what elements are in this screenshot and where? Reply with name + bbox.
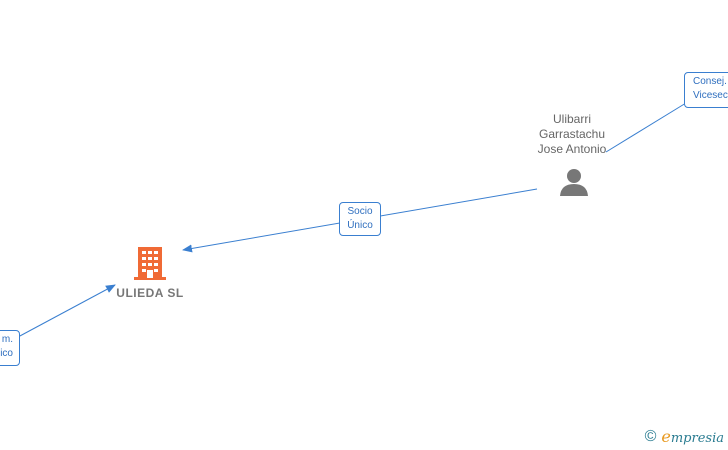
copyright-icon: © xyxy=(644,427,657,445)
edge-partial-left-to-company xyxy=(17,284,116,338)
brand-logo[interactable]: empresia xyxy=(661,427,724,446)
edge-label-partial-left[interactable]: m. ico xyxy=(0,330,20,366)
brand-initial: e xyxy=(661,427,671,446)
person-name-line: Garrastachu xyxy=(538,127,606,141)
person-name-line: Ulibarri xyxy=(552,112,591,126)
edge-label-consej-vicesecr[interactable]: Consej. Vicesecr. xyxy=(684,72,728,108)
edge-label-socio-unico[interactable]: Socio Único xyxy=(339,202,381,236)
building-icon[interactable] xyxy=(134,246,166,280)
brand-rest: mpresia xyxy=(670,431,724,446)
edge-label-line: Socio xyxy=(347,206,373,217)
person-icon[interactable] xyxy=(559,168,589,196)
person-name-line: Jose Antonio xyxy=(537,142,607,156)
edge-label-line: Consej. xyxy=(693,76,727,87)
edge-label-line: Único xyxy=(347,220,373,231)
person-name[interactable]: Ulibarri Garrastachu Jose Antonio xyxy=(520,112,624,157)
edge-label-line: Vicesecr. xyxy=(693,90,728,101)
edge-label-line: m. xyxy=(1,334,13,345)
watermark: © empresia xyxy=(645,427,724,446)
edge-label-line: ico xyxy=(0,348,13,359)
edge-consej-to-person xyxy=(605,102,687,153)
company-name[interactable]: ULIEDA SL xyxy=(116,286,184,300)
